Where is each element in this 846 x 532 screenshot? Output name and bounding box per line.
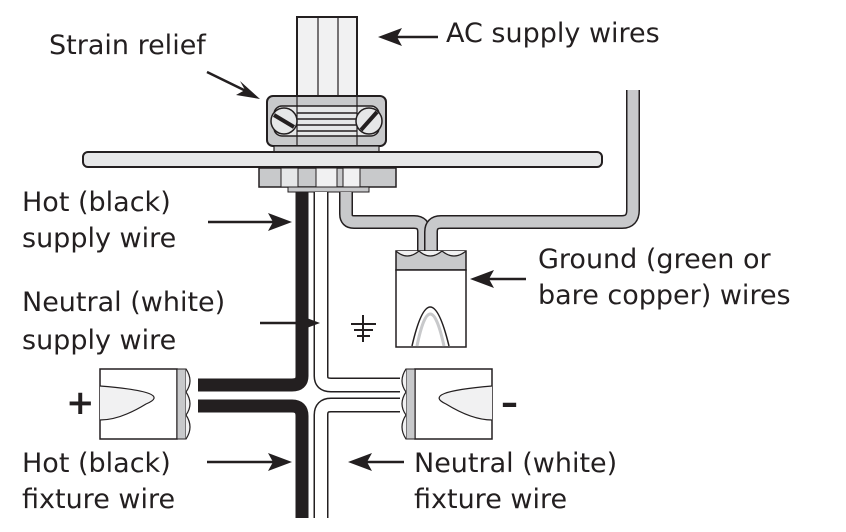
arrow-strain-relief-icon	[206, 70, 260, 99]
label-ac-supply: AC supply wires	[446, 18, 660, 49]
screw-right-icon	[355, 107, 383, 135]
arrow-neutral-supply-icon	[260, 314, 320, 332]
label-hot-supply-line1: Hot (black)	[22, 187, 171, 218]
strain-relief-clamp	[266, 95, 387, 153]
screw-left-icon	[270, 107, 298, 135]
ground-symbol-icon	[351, 315, 376, 342]
ground-wire-nut	[395, 250, 467, 348]
ac-supply-cable	[296, 16, 358, 100]
arrow-ac-supply-icon	[378, 28, 438, 46]
label-ground-line2: bare copper) wires	[538, 280, 791, 311]
ground-wires	[339, 90, 640, 252]
arrow-ground-icon	[470, 270, 526, 288]
plus-symbol: +	[66, 383, 95, 423]
label-hot-fixture-line2: fixture wire	[22, 484, 175, 515]
hot-wires	[198, 192, 309, 518]
arrows	[206, 28, 526, 471]
label-ground-line1: Ground (green or	[538, 244, 772, 275]
label-neutral-supply-line1: Neutral (white)	[22, 287, 225, 318]
fixture-plate	[82, 151, 603, 168]
arrow-hot-supply-icon	[208, 213, 292, 231]
neutral-wires	[313, 192, 400, 518]
label-hot-supply-line2: supply wire	[22, 223, 176, 254]
label-neutral-supply-line2: supply wire	[22, 325, 176, 356]
label-hot-fixture-line1: Hot (black)	[22, 448, 171, 479]
minus-symbol: –	[501, 383, 518, 423]
arrow-neutral-fixture-icon	[348, 453, 404, 471]
label-neutral-fixture-line1: Neutral (white)	[414, 448, 617, 479]
arrow-hot-fixture-icon	[207, 453, 292, 471]
neutral-wire-nut	[401, 368, 493, 440]
label-neutral-fixture-line2: fixture wire	[414, 484, 567, 515]
label-strain-relief: Strain relief	[49, 30, 207, 61]
locknut	[258, 167, 397, 193]
hot-wire-nut	[99, 368, 191, 440]
